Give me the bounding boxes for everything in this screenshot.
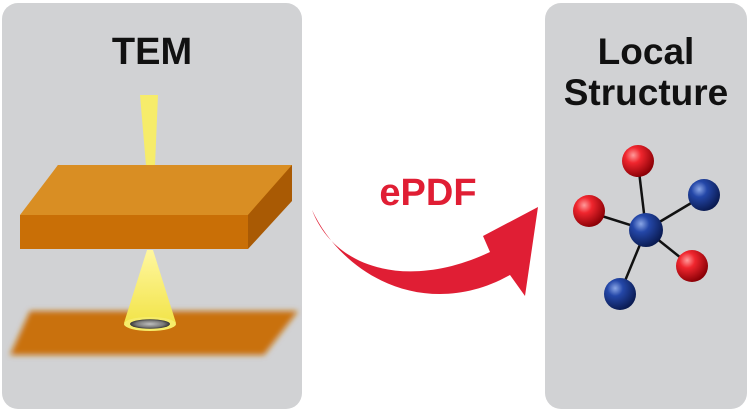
diffraction-ring (130, 319, 170, 329)
red-atom-right (676, 250, 708, 282)
tem-panel: TEM (2, 3, 302, 409)
title-line-1: Local (597, 31, 695, 72)
local-structure-panel: Local Structure (545, 3, 747, 409)
red-atom-top (622, 145, 654, 177)
blue-atom-bottom (604, 278, 636, 310)
title-line-2: Structure (563, 72, 729, 114)
blue-atom-right (688, 179, 720, 211)
detector-screen (10, 311, 298, 355)
tem-title: TEM (111, 31, 193, 73)
molecule-illustration (573, 145, 720, 310)
tem-illustration (10, 95, 298, 355)
scattered-beam-cone (124, 250, 176, 323)
blue-atom-center (629, 213, 663, 247)
red-atom-left (573, 195, 605, 227)
sample-slab (20, 165, 292, 249)
curved-arrow-icon (312, 207, 538, 296)
local-structure-title: Local Structure (545, 31, 747, 114)
epdf-label: ePDF (379, 172, 477, 214)
